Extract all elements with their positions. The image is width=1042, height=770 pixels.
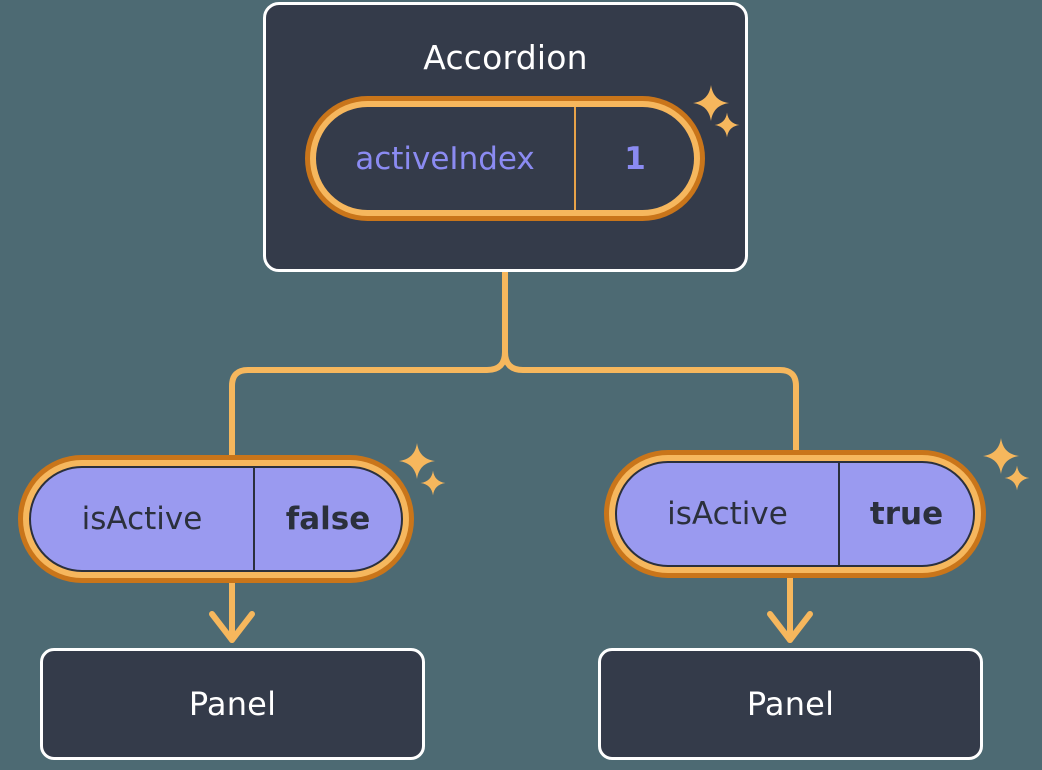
pill-ring-inner: isActive false bbox=[23, 460, 409, 578]
edge-accordion-to-child-right bbox=[502, 349, 799, 458]
arrowhead-left bbox=[209, 611, 255, 643]
state-pill-isactive-false[interactable]: isActive false bbox=[18, 455, 414, 583]
pill-body: activeIndex 1 bbox=[316, 107, 694, 210]
state-pill-isactive-true[interactable]: isActive true bbox=[604, 450, 986, 578]
pill-divider bbox=[574, 107, 576, 210]
pill-ring-inner: activeIndex 1 bbox=[310, 101, 700, 216]
panel-node-right[interactable]: Panel bbox=[598, 648, 983, 760]
edge-accordion-to-children bbox=[229, 269, 508, 461]
pill-divider bbox=[838, 463, 840, 565]
pill-divider bbox=[253, 468, 255, 570]
state-pill-activeindex[interactable]: activeIndex 1 bbox=[305, 96, 705, 221]
pill-key-isactive-right: isActive bbox=[667, 496, 788, 532]
pill-key-activeindex: activeIndex bbox=[355, 140, 535, 177]
panel-left-title: Panel bbox=[188, 685, 277, 723]
panel-node-left[interactable]: Panel bbox=[40, 648, 425, 760]
sparkle-group-right bbox=[982, 437, 1042, 507]
pill-key-isactive-left: isActive bbox=[81, 501, 203, 537]
sparkle-small-icon bbox=[1004, 465, 1030, 491]
pill-body: isActive true bbox=[615, 461, 975, 567]
pill-value-activeindex: 1 bbox=[624, 140, 646, 177]
sparkle-small-icon bbox=[420, 470, 446, 496]
sparkle-large-icon bbox=[982, 437, 1020, 475]
pill-body: isActive false bbox=[29, 466, 403, 572]
sparkle-large-icon bbox=[398, 442, 436, 480]
panel-right-title: Panel bbox=[746, 685, 835, 723]
pill-value-isactive-left: false bbox=[285, 501, 371, 537]
pill-value-isactive-right: true bbox=[869, 496, 944, 532]
arrowhead-right bbox=[767, 611, 813, 643]
accordion-title: Accordion bbox=[423, 38, 588, 77]
pill-ring-inner: isActive true bbox=[609, 455, 981, 573]
